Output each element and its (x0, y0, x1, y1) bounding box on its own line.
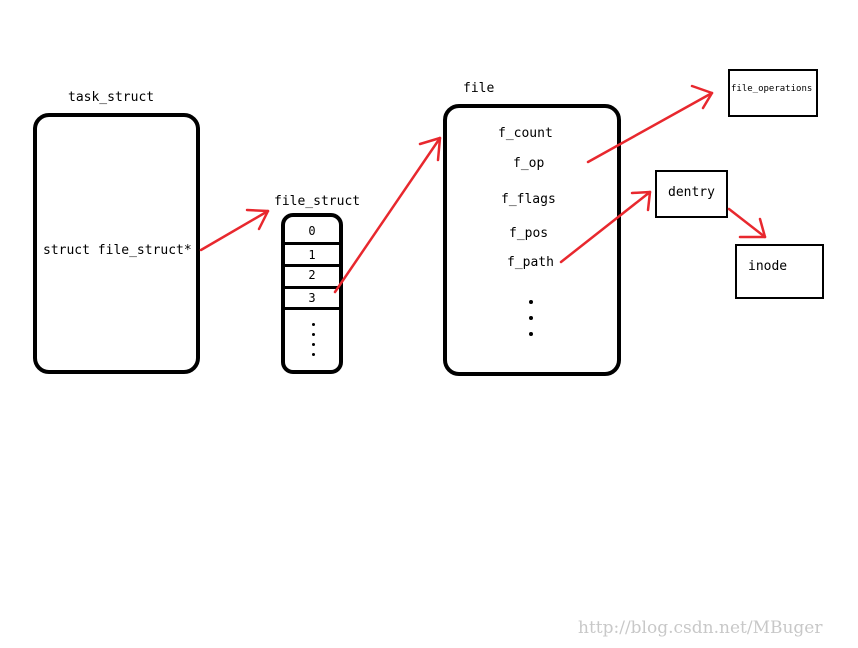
file-struct-box: 0 1 2 3 (281, 213, 343, 374)
task-struct-box: struct file_struct* (33, 113, 200, 374)
arrowhead (418, 136, 442, 162)
arrowhead (690, 84, 714, 110)
task-struct-title: task_struct (68, 90, 155, 105)
inode-label: inode (748, 259, 788, 274)
file-field-f-flags: f_flags (501, 192, 556, 207)
file-field-f-path: f_path (507, 255, 554, 270)
arrow-dentry-to-inode (727, 207, 767, 239)
fd-slot-3: 3 (308, 291, 316, 305)
fd-slot-1: 1 (308, 248, 316, 262)
ellipsis-dot (312, 323, 315, 326)
dentry-label: dentry (668, 185, 715, 200)
arrowhead (245, 208, 270, 231)
slot-divider (285, 307, 339, 310)
file-field-f-pos: f_pos (509, 226, 549, 241)
ellipsis-dot (312, 333, 315, 336)
slot-divider (285, 286, 339, 289)
file-struct-title: file_struct (274, 194, 361, 209)
ellipsis-dot (529, 300, 533, 304)
slot-divider (285, 242, 339, 245)
ellipsis-dot (529, 316, 533, 320)
arrowhead (630, 190, 652, 212)
slot-divider (285, 264, 339, 267)
inode-box: inode (735, 244, 824, 299)
arrow-fd-to-file (333, 136, 442, 294)
file-operations-box: file_operations (728, 69, 818, 117)
fd-slot-0: 0 (308, 224, 316, 238)
file-field-f-op: f_op (513, 156, 545, 171)
file-title: file (463, 81, 495, 96)
file-field-f-count: f_count (498, 126, 553, 141)
arrow-fpath-to-dentry (559, 190, 652, 264)
arrow-task-to-file-struct (199, 209, 270, 252)
fd-slot-2: 2 (308, 268, 316, 282)
task-struct-field: struct file_struct* (43, 243, 192, 258)
watermark: http://blog.csdn.net/MBuger (578, 618, 823, 638)
ellipsis-dot (312, 353, 315, 356)
file-operations-label: file_operations (731, 84, 813, 94)
arrow-fop-to-file-operations (586, 91, 714, 164)
ellipsis-dot (529, 332, 533, 336)
arrowhead (738, 217, 767, 239)
file-box: f_count f_op f_flags f_pos f_path (443, 104, 621, 376)
ellipsis-dot (312, 343, 315, 346)
dentry-box: dentry (655, 170, 728, 218)
